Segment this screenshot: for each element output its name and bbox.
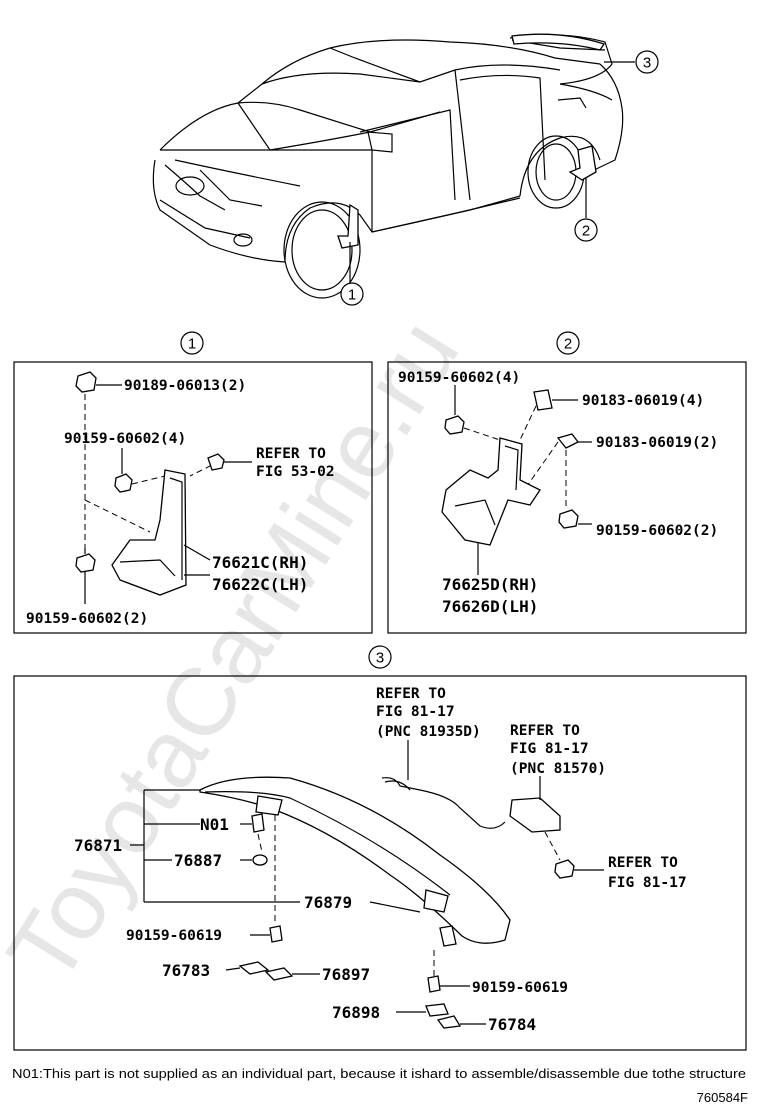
part-label-90189-06013: 90189-06013(2) <box>124 378 246 394</box>
part-label-p2-90159-60602-2: 90159-60602(2) <box>596 523 718 539</box>
part-label-76897: 76897 <box>322 965 370 984</box>
refer-c-line1: REFER TO <box>608 855 678 871</box>
part-label-76784: 76784 <box>488 1015 536 1034</box>
part-label-90183-06019-4: 90183-06019(4) <box>582 393 704 409</box>
part-label-76871: 76871 <box>74 836 122 855</box>
svg-text:1: 1 <box>188 336 196 353</box>
part-label-76622c-lh: 76622C(LH) <box>212 575 308 594</box>
part-label-p2-90159-60602-4: 90159-60602(4) <box>398 370 520 386</box>
refer-b-line3: (PNC 81570) <box>510 761 606 777</box>
callout-2-car: 2 <box>574 218 598 242</box>
part-label-76879: 76879 <box>304 893 352 912</box>
refer-a-line2: FIG 81-17 <box>376 704 455 720</box>
footnote: N01:This part is not supplied as an indi… <box>12 1067 746 1081</box>
refer-c-line2: FIG 81-17 <box>608 875 687 891</box>
figure-id: 760584F <box>697 1090 748 1105</box>
part-label-76783: 76783 <box>162 961 210 980</box>
panel3-parts <box>130 740 604 1029</box>
part-label-76626d-lh: 76626D(LH) <box>442 597 538 616</box>
refer-a-line3: (PNC 81935D) <box>376 724 481 740</box>
panel-rear-mudguard <box>387 361 747 634</box>
callout-1-car: 1 <box>340 282 364 306</box>
refer-b-line1: REFER TO <box>510 723 580 739</box>
part-label-90183-06019-2: 90183-06019(2) <box>596 435 718 451</box>
part-label-90159-60602-4: 90159-60602(4) <box>64 431 186 447</box>
callout-3-car: 3 <box>635 50 659 74</box>
refer-to-label: REFER TO <box>256 446 326 462</box>
panel1-parts <box>75 371 252 604</box>
panel2-parts <box>441 385 592 575</box>
part-label-76625d-rh: 76625D(RH) <box>442 575 538 594</box>
part-label-76898: 76898 <box>332 1003 380 1022</box>
part-label-90159-60619-left: 90159-60619 <box>126 928 222 944</box>
refer-a-line1: REFER TO <box>376 686 446 702</box>
svg-text:2: 2 <box>582 223 590 240</box>
svg-text:2: 2 <box>564 336 572 353</box>
part-label-76887: 76887 <box>174 851 222 870</box>
watermark: ToyotaCarMine.ru <box>0 302 479 1001</box>
panel-front-mudguard <box>13 361 373 634</box>
svg-text:3: 3 <box>376 650 384 667</box>
part-label-90159-60619-right: 90159-60619 <box>472 980 568 996</box>
callout-2-panel: 2 <box>556 331 580 355</box>
panel-rear-spoiler <box>13 675 747 1051</box>
part-label-76621c-rh: 76621C(RH) <box>212 553 308 572</box>
callout-1-panel: 1 <box>180 331 204 355</box>
car-illustration <box>152 33 635 299</box>
part-label-90159-60602-2: 90159-60602(2) <box>26 611 148 627</box>
refer-b-line2: FIG 81-17 <box>510 741 589 757</box>
svg-text:1: 1 <box>348 287 356 304</box>
part-label-n01: N01 <box>200 815 229 834</box>
svg-text:3: 3 <box>643 55 651 72</box>
refer-fig-label: FIG 53-02 <box>256 464 335 480</box>
callout-3-panel: 3 <box>368 645 392 669</box>
